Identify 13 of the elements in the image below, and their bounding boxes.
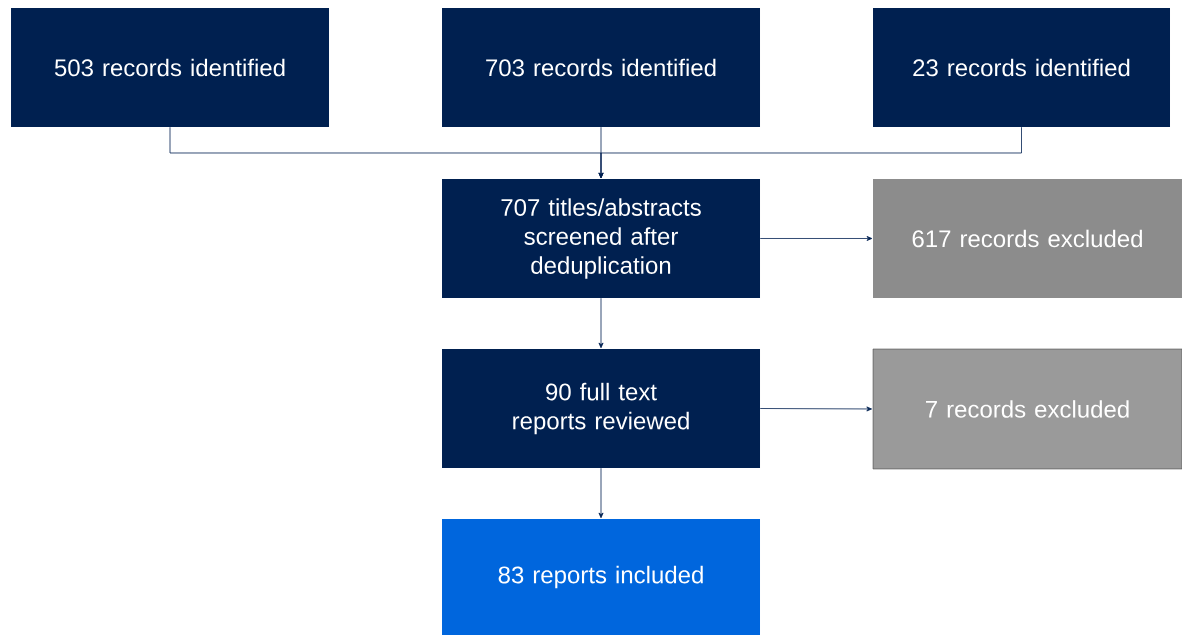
arrow [759,406,872,412]
process-box: 503 records identified [11,8,329,127]
arrow [598,467,604,519]
exclusion-box: 617 records excluded [873,179,1182,298]
arrow [598,126,1022,179]
process-box: 83 reports included [442,519,760,635]
process-box: 23 records identified [873,8,1170,127]
arrow [598,297,604,349]
exclusion-box: 7 records excluded [872,348,1182,470]
process-box: 703 records identified [442,8,760,127]
process-box: 707 titles/abstracts screened after deduplication [442,179,760,298]
arrow [759,236,873,241]
process-box: 90 full text reports reviewed [442,349,760,468]
